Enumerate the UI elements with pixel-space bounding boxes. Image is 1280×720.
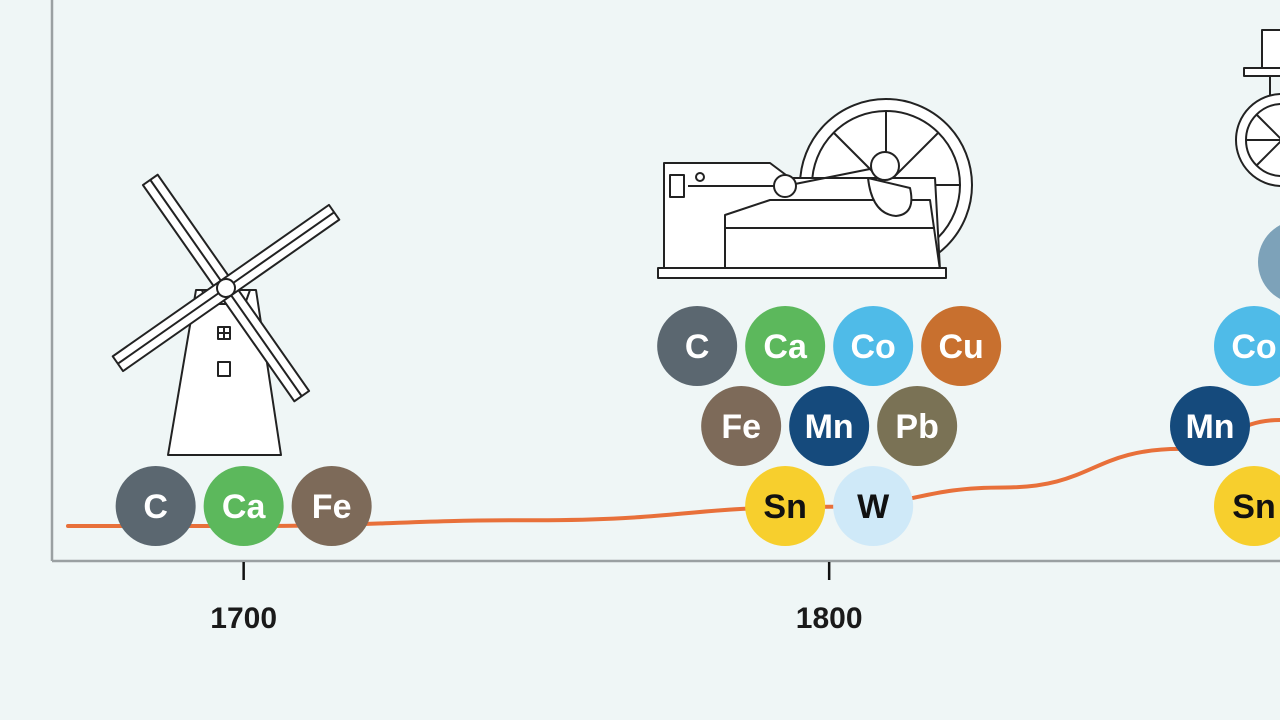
element-circle xyxy=(115,466,196,546)
element-label: Cu xyxy=(938,328,983,366)
element-circle xyxy=(701,386,782,466)
element-cluster-1800: Sn W Fe Mn Pb C Ca Co Cu xyxy=(657,306,1002,546)
element-circle xyxy=(833,306,914,386)
element-circle xyxy=(745,466,826,546)
element-label: Co xyxy=(850,328,895,366)
element-circle xyxy=(833,466,914,546)
windmill-icon xyxy=(111,173,341,456)
element-label: Fe xyxy=(721,408,761,446)
element-circle xyxy=(1258,225,1280,299)
element-label: Sn xyxy=(763,488,806,526)
element-circle xyxy=(1170,386,1250,466)
element-label: Fe xyxy=(312,488,352,526)
x-tick-1700: 1700 xyxy=(210,562,277,635)
element-label: W xyxy=(857,488,890,526)
element-label: Mn xyxy=(1185,408,1234,446)
element-circle xyxy=(789,386,870,466)
element-label: Mn xyxy=(805,408,854,446)
steam-engine-icon xyxy=(657,98,973,279)
element-label: C xyxy=(143,488,168,526)
element-label: Pb xyxy=(895,408,938,446)
element-circle xyxy=(921,306,1002,386)
element-circle xyxy=(745,306,826,386)
element-cluster-1700: C Ca Fe xyxy=(115,466,372,546)
element-circle xyxy=(1214,306,1280,386)
element-cluster-1900: Sn Mn Co xyxy=(1170,306,1280,546)
tick-label: 1700 xyxy=(210,602,277,635)
element-label: Ca xyxy=(222,488,267,526)
element-circle xyxy=(291,466,372,546)
element-circle xyxy=(203,466,284,546)
element-label: C xyxy=(685,328,710,366)
engine-icon xyxy=(1235,29,1280,299)
x-tick-1800: 1800 xyxy=(796,562,863,635)
element-circle xyxy=(657,306,738,386)
element-label: Co xyxy=(1231,328,1276,366)
element-circle xyxy=(1214,466,1280,546)
element-label: Sn xyxy=(1232,488,1275,526)
element-circle xyxy=(877,386,958,466)
element-label: Ca xyxy=(763,328,808,366)
tick-label: 1800 xyxy=(796,602,863,635)
